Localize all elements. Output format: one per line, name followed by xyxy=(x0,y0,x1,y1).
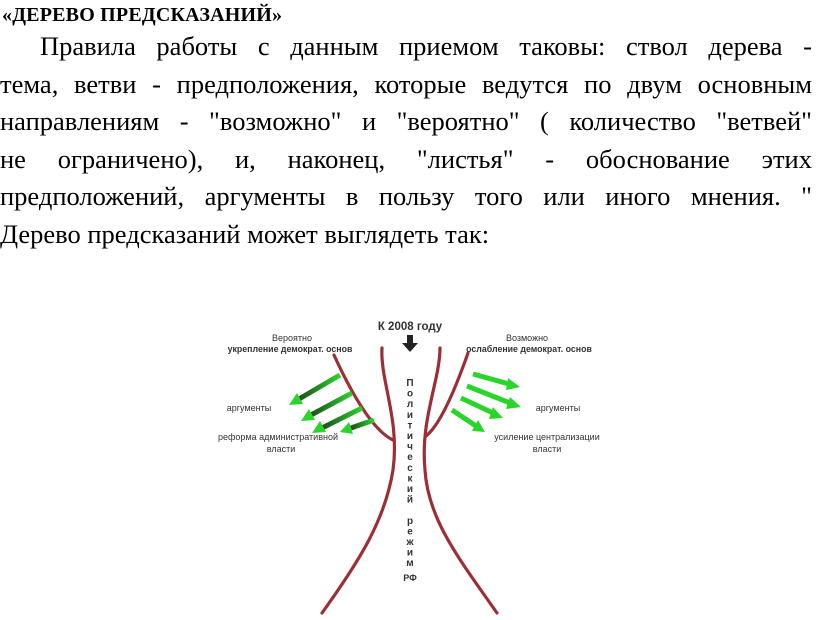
trunk-letter: т xyxy=(408,420,413,431)
top-label: К 2008 году xyxy=(378,321,443,333)
trunk-letter: и xyxy=(407,484,413,495)
arrow-icon xyxy=(301,390,354,421)
paragraph-line: Правила работы с данным приемом таковы: … xyxy=(40,31,812,61)
paragraph-line: тема, ветви - предположения, которые вед… xyxy=(0,68,812,99)
right-branch xyxy=(424,351,470,438)
trunk-letter: л xyxy=(407,399,413,410)
right-title: Возможно xyxy=(506,333,548,343)
right-arguments-label: аргументы xyxy=(536,403,580,413)
left-arguments-label: аргументы xyxy=(227,403,271,413)
trunk-letter: и xyxy=(407,548,413,559)
trunk-letter: е xyxy=(407,526,413,537)
trunk-letter: ч xyxy=(407,442,413,453)
trunk-letter: й xyxy=(407,495,413,506)
arrow-icon xyxy=(289,372,342,405)
trunk-letter: и xyxy=(407,431,413,442)
document-heading: «ДЕРЕВО ПРЕДСКАЗАНИЙ» xyxy=(2,4,283,26)
paragraph-line: предположений, аргументы в пользу того и… xyxy=(0,181,812,211)
left-reform-label-2: власти xyxy=(267,444,295,454)
trunk-letter: р xyxy=(407,516,413,527)
arrow-icon xyxy=(312,405,364,433)
trunk-letter: к xyxy=(407,473,413,484)
paragraph-line: направлениям - "возможно" и "вероятно" (… xyxy=(0,106,812,136)
trunk-letter: е xyxy=(407,452,413,463)
trunk-letter: о xyxy=(407,389,413,400)
tree-branches xyxy=(320,346,499,615)
paragraph-line: Дерево предсказаний может выглядеть так: xyxy=(0,218,490,249)
right-subtitle: ослабление демократ. основ xyxy=(466,344,592,354)
right-centralization-label: усиление централизации xyxy=(494,432,599,442)
left-title: Вероятно xyxy=(272,333,312,343)
left-branch xyxy=(332,353,395,442)
arrow-icon xyxy=(340,417,375,434)
trunk-left-branch xyxy=(320,346,397,615)
right-centralization-label-2: власти xyxy=(533,444,561,454)
trunk-letter: ж xyxy=(405,537,414,548)
left-subtitle: укрепление демократ. основ xyxy=(228,344,353,354)
trunk-letter: П xyxy=(406,378,413,389)
paragraph-line: не ограничено), и, наконец, "листья" - о… xyxy=(0,143,812,174)
arrow-icon xyxy=(466,383,521,409)
down-arrow-icon xyxy=(402,335,418,352)
arrow-icon xyxy=(472,371,520,390)
arrow-icon xyxy=(450,407,485,432)
trunk-letter: с xyxy=(407,463,413,474)
left-reform-label: реформа административной xyxy=(218,432,338,442)
left-arrows xyxy=(289,372,375,434)
trunk-letter: м xyxy=(406,558,413,569)
trunk-right-branch xyxy=(422,346,499,615)
trunk-letter: и xyxy=(407,410,413,421)
arrow-icon xyxy=(459,395,503,419)
trunk-end-label: РФ xyxy=(403,573,417,583)
right-arrows xyxy=(450,371,521,432)
document-paragraph: Правила работы с данным приемом таковы: … xyxy=(0,28,812,253)
